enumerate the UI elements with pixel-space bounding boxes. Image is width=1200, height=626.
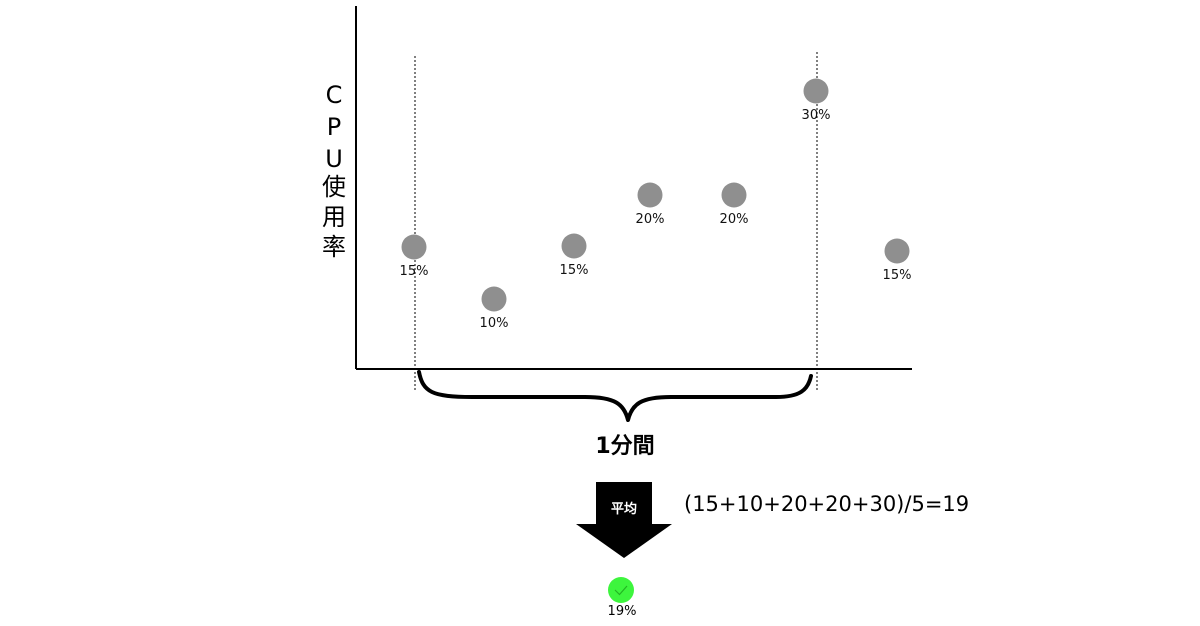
data-points: 15% 10% 15% 20% 20% 30% 15% [400,78,912,331]
data-point-label: 20% [636,212,665,227]
data-point-label: 15% [400,264,429,279]
check-circle-icon [608,577,634,603]
window-brace [417,370,813,422]
data-point [637,182,663,208]
duration-label: 1分間 [595,434,655,459]
data-point-label: 15% [883,268,912,283]
data-point [803,78,829,104]
data-point [721,182,747,208]
average-label: 平均 [610,502,637,517]
result-label: 19% [607,604,637,619]
data-point-label: 10% [480,316,509,331]
data-point-label: 15% [560,263,589,278]
data-point [561,233,587,259]
y-axis-label-char: P [326,113,342,141]
y-axis-label-char: U [325,145,343,173]
data-point [884,238,910,264]
y-axis-label-char: C [325,81,343,109]
data-point [481,286,507,312]
data-point [401,234,427,260]
average-formula: (15+10+20+20+30)/5=19 [684,492,970,516]
y-axis-label-char: 用 [322,203,346,231]
data-point-label: 20% [720,212,749,227]
data-point-label: 30% [802,108,831,123]
y-axis-label-char: 率 [322,233,346,261]
y-axis-label-char: 使 [322,173,346,201]
down-arrow-icon [576,482,672,558]
